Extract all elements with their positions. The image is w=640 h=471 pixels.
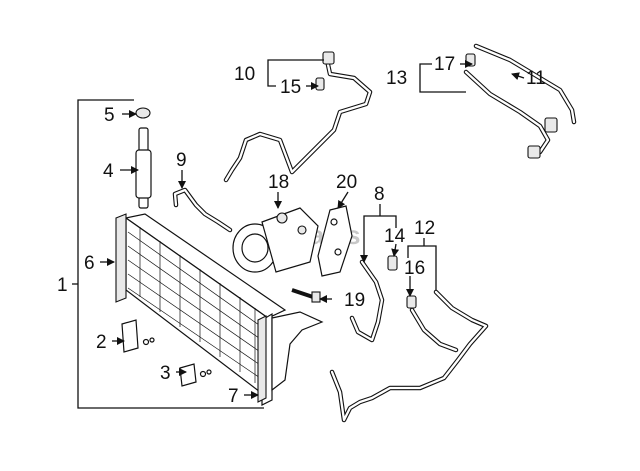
callout-15: 15 bbox=[280, 77, 301, 98]
callout-9: 9 bbox=[176, 150, 187, 171]
callout-18: 18 bbox=[268, 172, 289, 193]
bolt bbox=[291, 288, 321, 303]
callout-1: 1 bbox=[57, 275, 68, 296]
callout-12: 12 bbox=[414, 218, 435, 239]
callout-labels: 1 2 3 4 5 6 7 8 9 10 11 12 13 14 15 16 1… bbox=[57, 54, 546, 407]
callout-20: 20 bbox=[336, 172, 357, 193]
leader-lines bbox=[72, 72, 525, 399]
callout-6: 6 bbox=[84, 253, 95, 274]
label-brackets bbox=[267, 59, 473, 290]
side-seal bbox=[115, 213, 127, 303]
compressor bbox=[232, 207, 319, 273]
callout-10: 10 bbox=[234, 64, 255, 85]
mounting-bracket bbox=[121, 319, 155, 353]
hose-11 bbox=[463, 43, 577, 159]
callout-17: 17 bbox=[434, 54, 455, 75]
callout-8: 8 bbox=[374, 184, 385, 205]
drier-cap bbox=[135, 107, 151, 119]
callout-13: 13 bbox=[386, 68, 407, 89]
compressor-bracket bbox=[317, 205, 353, 277]
lower-bracket bbox=[179, 363, 212, 387]
valve bbox=[387, 255, 398, 271]
receiver-drier bbox=[135, 127, 152, 209]
callout-11: 11 bbox=[526, 68, 546, 89]
condenser-assembly-box bbox=[77, 99, 264, 409]
hose-9 bbox=[172, 187, 233, 233]
callout-5: 5 bbox=[104, 105, 115, 126]
callout-19: 19 bbox=[344, 290, 365, 311]
callout-4: 4 bbox=[103, 161, 114, 182]
hose-8 bbox=[349, 259, 385, 343]
callout-14: 14 bbox=[384, 226, 406, 247]
right-seal bbox=[257, 315, 267, 403]
condenser-core bbox=[124, 213, 324, 406]
callout-3: 3 bbox=[160, 363, 171, 384]
hose-12 bbox=[329, 289, 489, 423]
callout-2: 2 bbox=[96, 332, 107, 353]
callout-16: 16 bbox=[404, 258, 425, 279]
callout-7: 7 bbox=[228, 386, 239, 407]
